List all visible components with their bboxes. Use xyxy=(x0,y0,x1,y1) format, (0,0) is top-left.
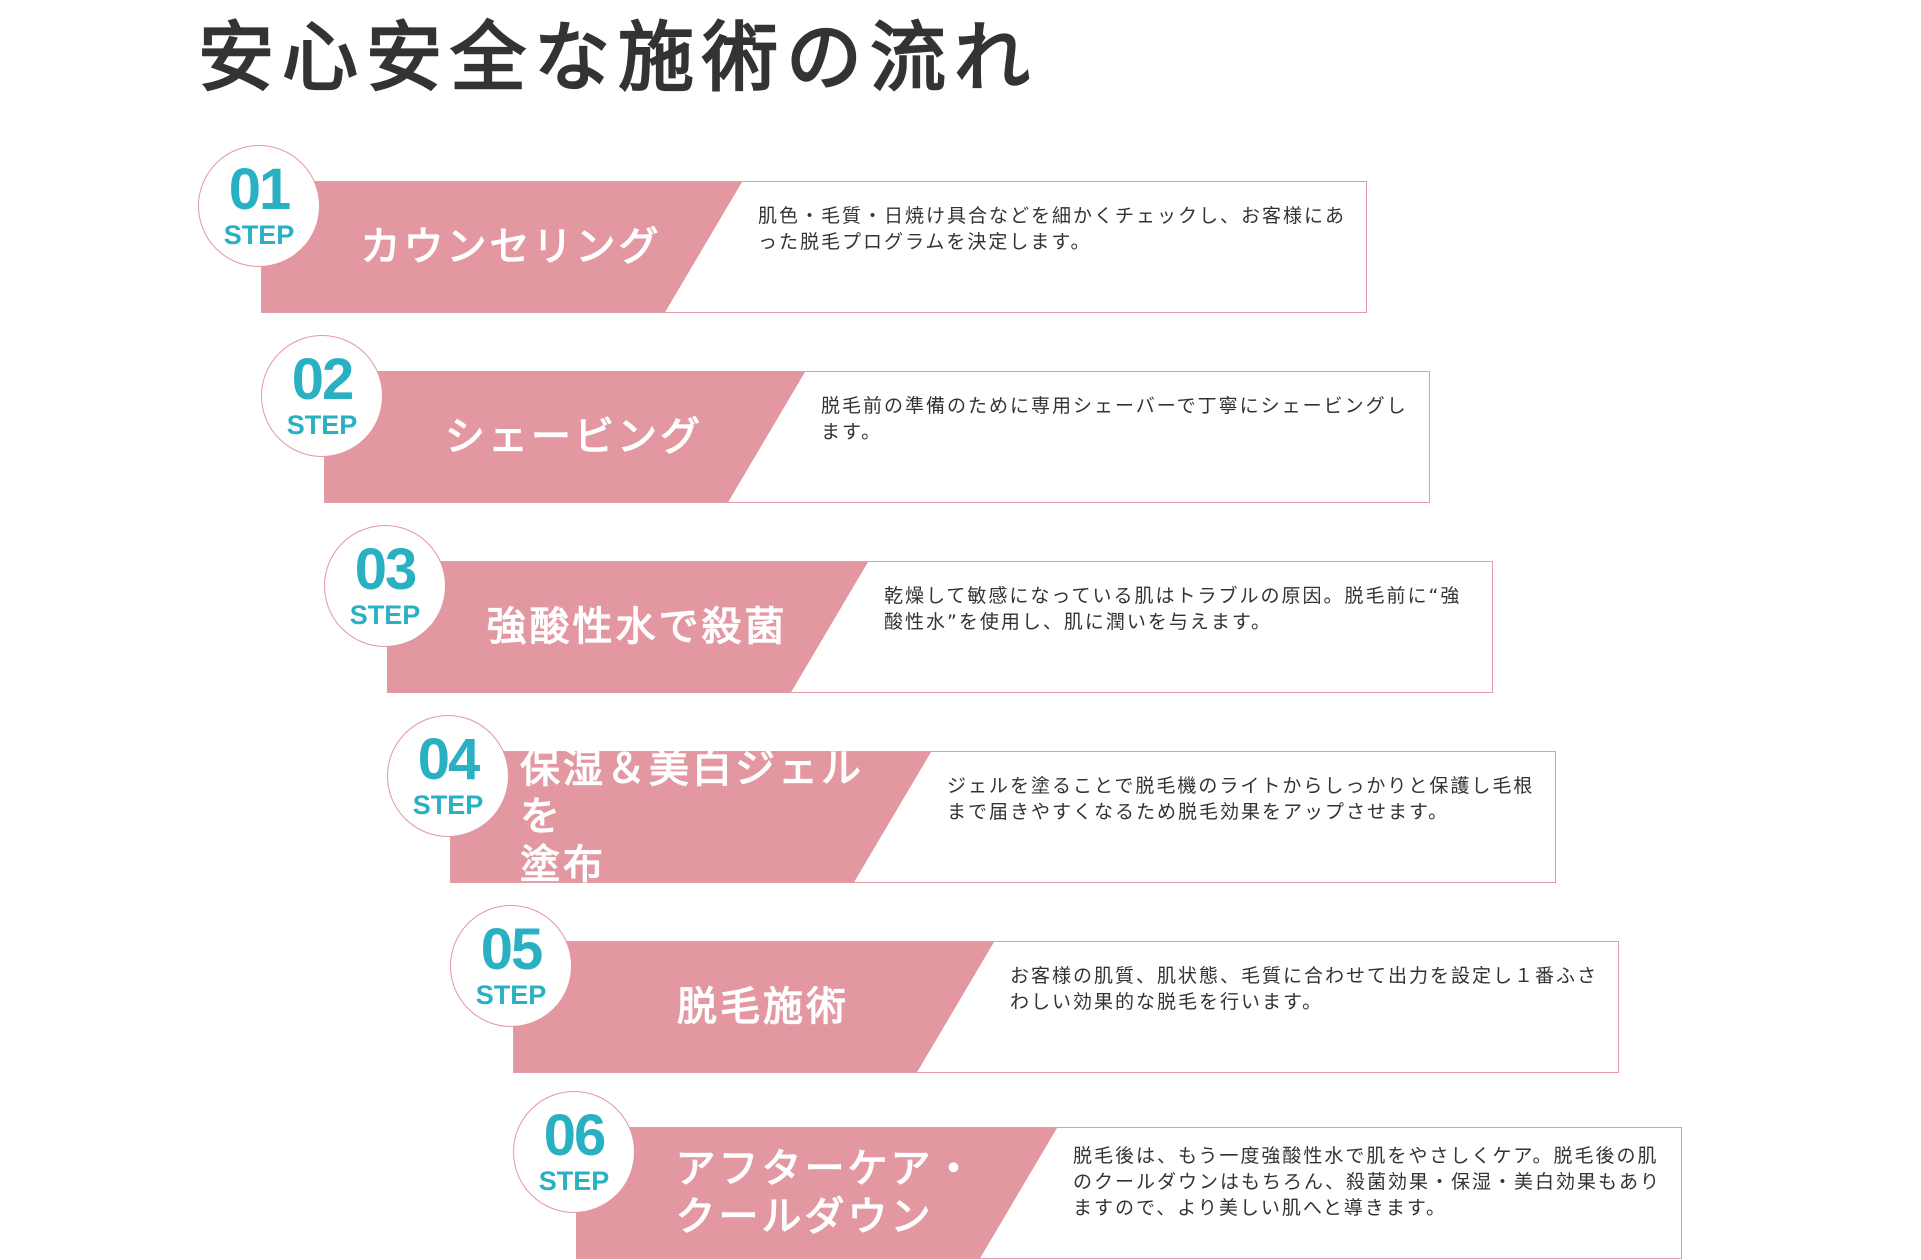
step-item: カウンセリング 肌色・毛質・日焼け具合などを細かくチェックし、お客様にあった脱毛… xyxy=(198,145,1367,313)
step-name-line: アフターケア・ xyxy=(675,1146,977,1192)
step-description: お客様の肌質、肌状態、毛質に合わせて出力を設定し１番ふさわしい効果的な脱毛を行い… xyxy=(1010,965,1599,1013)
step-badge: 01 STEP xyxy=(198,145,320,267)
step-name-line: シェービング xyxy=(445,414,703,460)
step-name-line: 脱毛施術 xyxy=(677,984,849,1030)
step-label: STEP xyxy=(538,1166,610,1196)
step-item: シェービング 脱毛前の準備のために専用シェーバーで丁寧にシェービングします。 0… xyxy=(261,335,1430,503)
step-name-line: クールダウン xyxy=(675,1194,934,1240)
step-item: アフターケア・ クールダウン 脱毛後は、もう一度強酸性水で肌をやさしくケア。脱毛… xyxy=(513,1091,1682,1259)
step-description: ジェルを塗ることで脱毛機のライトからしっかりと保護し毛根まで届きやすくなるため脱… xyxy=(947,775,1535,823)
step-badge: 02 STEP xyxy=(261,335,383,457)
step-badge: 05 STEP xyxy=(450,905,572,1027)
step-number: 04 xyxy=(417,727,481,792)
step-name: 強酸性水で殺菌 xyxy=(457,562,817,692)
step-name: カウンセリング xyxy=(331,182,691,312)
step-band xyxy=(388,562,868,692)
step-badge: 04 STEP xyxy=(387,715,509,837)
step-band xyxy=(451,752,931,882)
step-number: 03 xyxy=(354,537,418,602)
step-name: 保湿＆美白ジェルを 塗布 xyxy=(520,746,880,888)
step-name-line: 強酸性水で殺菌 xyxy=(486,604,788,650)
step-band xyxy=(577,1128,1057,1258)
step-band xyxy=(262,182,742,312)
step-item: 強酸性水で殺菌 乾燥して敏感になっている肌はトラブルの原因。脱毛前に“強酸性水”… xyxy=(324,525,1493,693)
step-label: STEP xyxy=(286,410,358,440)
step-label: STEP xyxy=(475,980,547,1010)
step-label: STEP xyxy=(223,220,295,250)
step-name: シェービング xyxy=(394,372,754,502)
step-name-line: 保湿＆美白ジェルを xyxy=(520,746,864,840)
step-badge: 03 STEP xyxy=(324,525,446,647)
step-band xyxy=(514,942,994,1072)
step-description: 脱毛後は、もう一度強酸性水で肌をやさしくケア。脱毛後の肌のクールダウンはもちろん… xyxy=(1073,1145,1662,1219)
step-number: 06 xyxy=(543,1103,607,1168)
step-badge: 06 STEP xyxy=(513,1091,635,1213)
step-item: 保湿＆美白ジェルを 塗布 ジェルを塗ることで脱毛機のライトからしっかりと保護し毛… xyxy=(387,715,1556,888)
step-description: 肌色・毛質・日焼け具合などを細かくチェックし、お客様にあった脱毛プログラムを決定… xyxy=(758,205,1347,253)
step-name: 脱毛施術 xyxy=(583,942,943,1072)
step-name-line: 塗布 xyxy=(520,842,606,888)
page-title: 安心安全な施術の流れ xyxy=(198,13,1038,102)
step-description: 脱毛前の準備のために専用シェーバーで丁寧にシェービングします。 xyxy=(821,395,1408,443)
step-name: アフターケア・ クールダウン xyxy=(646,1128,1006,1258)
step-number: 02 xyxy=(291,347,355,412)
step-name-line: カウンセリング xyxy=(360,224,662,270)
step-label: STEP xyxy=(349,600,421,630)
step-label: STEP xyxy=(412,790,484,820)
step-number: 05 xyxy=(480,917,544,982)
step-number: 01 xyxy=(228,157,292,222)
step-item: 脱毛施術 お客様の肌質、肌状態、毛質に合わせて出力を設定し１番ふさわしい効果的な… xyxy=(450,905,1619,1073)
step-description: 乾燥して敏感になっている肌はトラブルの原因。脱毛前に“強酸性水”を使用し、肌に潤… xyxy=(884,585,1462,633)
step-band xyxy=(325,372,805,502)
